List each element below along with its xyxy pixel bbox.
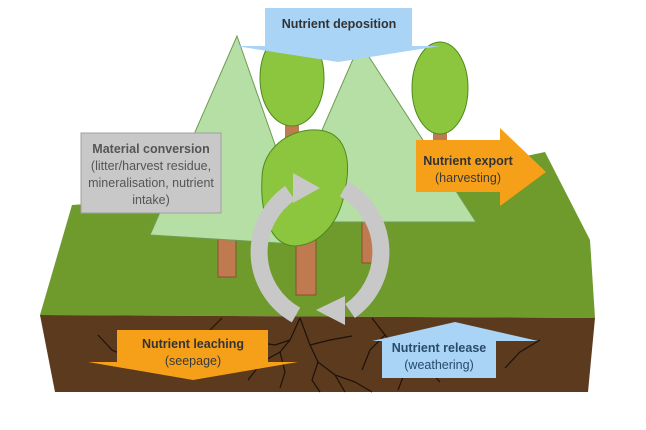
conversion-title: Material conversion: [92, 142, 210, 156]
leaching-title: Nutrient leaching: [141, 337, 245, 351]
deposition-arrow: [236, 8, 440, 62]
export-subtitle: (harvesting): [435, 171, 501, 185]
release-arrow: [372, 322, 538, 378]
cycle-arrowhead-top: [293, 173, 320, 203]
release-title: Nutrient release: [391, 341, 487, 355]
cycle-arrow-left: [250, 186, 301, 323]
cycle-arrowhead-bottom: [316, 296, 345, 325]
deposition-title: Nutrient deposition: [281, 17, 397, 31]
deposition-label: Nutrient deposition: [266, 16, 412, 33]
export-arrow: [416, 128, 546, 206]
export-label: Nutrient export (harvesting): [418, 153, 518, 187]
leaching-arrow: [88, 330, 298, 380]
leaching-label: Nutrient leaching (seepage): [120, 336, 266, 370]
conversion-subtitle: (litter/harvest residue, mineralisation,…: [88, 159, 214, 207]
release-label: Nutrient release (weathering): [384, 340, 494, 374]
cycle-arrow-right: [339, 181, 390, 318]
conversion-box: [80, 132, 222, 214]
release-subtitle: (weathering): [404, 358, 474, 372]
cycle-arrows: [250, 181, 390, 323]
leaching-subtitle: (seepage): [164, 354, 222, 368]
conversion-label: Material conversion (litter/harvest resi…: [84, 141, 218, 209]
export-title: Nutrient export: [423, 154, 513, 168]
deciduous-tree-back-right: [411, 41, 469, 152]
